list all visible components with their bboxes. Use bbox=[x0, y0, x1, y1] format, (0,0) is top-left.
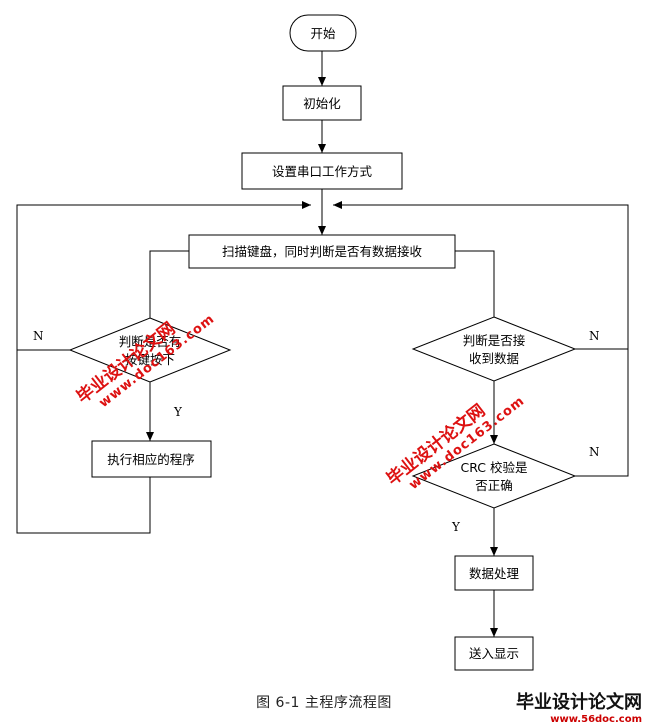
figure-caption: 图 6-1 主程序流程图 bbox=[256, 695, 392, 711]
scan-to-recv-line bbox=[455, 250, 495, 317]
exec-return-loop bbox=[16, 350, 151, 534]
site-logo-url: www.56doc.com bbox=[550, 714, 642, 725]
serial-label: 设置串口工作方式 bbox=[272, 164, 373, 179]
crc-question-line2: 否正确 bbox=[475, 478, 513, 493]
site-logo: 毕业设计论文网 www.56doc.com bbox=[516, 688, 642, 725]
process-label: 数据处理 bbox=[469, 566, 520, 581]
init-label: 初始化 bbox=[303, 96, 341, 111]
crc-question-line1: CRC 校验是 bbox=[461, 460, 528, 475]
recv-no-label: N bbox=[589, 329, 600, 343]
display-label: 送入显示 bbox=[469, 646, 519, 661]
key-question-line1: 判断是否有 bbox=[119, 334, 182, 349]
crc-yes-label: Y bbox=[451, 520, 461, 534]
recv-no-loop bbox=[333, 201, 629, 350]
start-terminator bbox=[289, 14, 357, 52]
recv-question-line1: 判断是否接 bbox=[463, 333, 526, 348]
site-logo-title: 毕业设计论文网 bbox=[516, 692, 642, 713]
exec-label: 执行相应的程序 bbox=[107, 452, 195, 467]
scan-label: 扫描键盘，同时判断是否有数据接收 bbox=[222, 244, 423, 259]
key-no-loop bbox=[16, 201, 311, 351]
exec-box bbox=[91, 440, 212, 478]
crc-no-loop bbox=[575, 349, 629, 477]
key-yes-label: Y bbox=[173, 405, 183, 419]
start-label: 开始 bbox=[310, 26, 336, 41]
recv-question-line2: 收到数据 bbox=[469, 351, 519, 366]
key-no-label: N bbox=[33, 329, 44, 343]
key-question-line2: 按键按下 bbox=[125, 352, 175, 367]
crc-no-label: N bbox=[589, 445, 600, 459]
scan-to-key-line bbox=[149, 250, 189, 318]
recv-decision bbox=[411, 316, 577, 382]
